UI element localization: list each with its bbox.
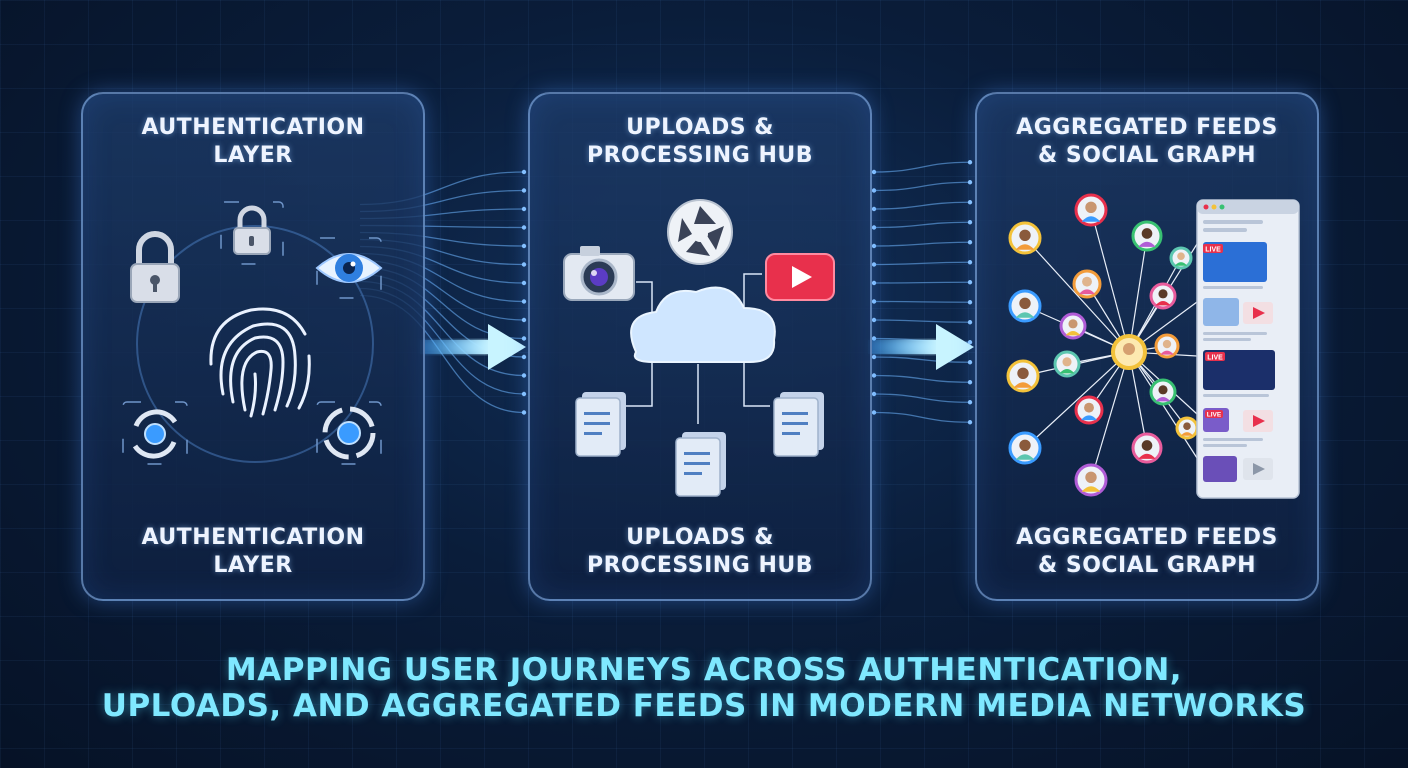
avatar-icon [1008,361,1038,391]
wire-endpoint [522,299,526,303]
document-icon [774,392,824,456]
wire-endpoint [968,380,972,384]
wire [874,262,970,264]
flow-arrow-1 [420,324,526,370]
aperture-icon [668,200,732,264]
flow-arrow-2 [868,324,974,370]
avatar-icon [1076,397,1102,423]
wire [874,302,970,303]
wire-endpoint [968,200,972,204]
panel-title-bottom: AGGREGATED FEEDS & SOCIAL GRAPH [977,524,1317,580]
camera-icon [564,246,634,300]
wire-endpoint [522,318,526,322]
avatar-icon [1076,195,1106,225]
wire-endpoint [522,244,526,248]
wire-endpoint [522,336,526,340]
wire-endpoint [968,220,972,224]
wire-endpoint [522,281,526,285]
avatar-icon [1010,223,1040,253]
avatar-icon [1151,380,1175,404]
avatar-icon [1156,335,1178,357]
central-user-node [1113,336,1145,368]
wire-endpoint [522,170,526,174]
wire [874,394,970,402]
authentication-panel: AUTHENTICATION LAYER [81,92,425,601]
wire-endpoint [522,262,526,266]
wire-endpoint [522,207,526,211]
wire-endpoint [968,300,972,304]
wire [874,320,970,322]
avatar-icon [1055,352,1079,376]
wires-upload-to-feeds [872,160,972,424]
wire-endpoint [522,392,526,396]
padlock-icon [221,202,283,264]
avatar-icon [1133,434,1161,462]
document-icon [676,432,726,496]
wire-endpoint [968,160,972,164]
fingerprint-icon [211,309,309,416]
wire-endpoint [968,280,972,284]
avatar-icon [1171,248,1191,268]
wire [874,282,970,283]
wire-endpoint [522,410,526,414]
avatar-icon [1177,418,1197,438]
wire [874,413,970,423]
feeds-panel: AGGREGATED FEEDS & SOCIAL GRAPH LIVE LIV… [975,92,1319,601]
avatar-icon [1061,314,1085,338]
wire [874,202,970,209]
wire [874,242,970,246]
panel-title-bottom: UPLOADS & PROCESSING HUB [530,524,870,580]
wire-endpoint [522,355,526,359]
wire-endpoint [522,188,526,192]
wire-endpoint [522,373,526,377]
avatar-icon [1151,284,1175,308]
wire [874,376,970,383]
target-icon [317,402,381,464]
wire-endpoint [968,320,972,324]
avatar-icon [1074,271,1100,297]
live-badge: LIVE [1207,412,1222,419]
uploads-panel: UPLOADS & PROCESSING HUB [528,92,872,601]
avatar-icon [1076,465,1106,495]
panel-title-bottom: AUTHENTICATION LAYER [83,524,423,580]
wire-endpoint [522,225,526,229]
wire-endpoint [968,360,972,364]
wire [874,162,970,172]
wire-endpoint [968,260,972,264]
eye-icon [317,238,381,298]
live-badge: LIVE [1207,355,1223,362]
avatar-icon [1133,222,1161,250]
avatar-icon [1010,433,1040,463]
browser-window-icon: LIVE LIVE LIVE [1197,200,1299,498]
wire-endpoint [968,180,972,184]
live-badge: LIVE [1205,247,1221,254]
play-video-icon [766,254,834,300]
wire [874,182,970,190]
document-icon [576,392,626,456]
diagram-caption: MAPPING USER JOURNEYS ACROSS AUTHENTICAT… [0,652,1408,724]
wire-endpoint [968,400,972,404]
padlock-icon [131,234,179,302]
wire-endpoint [968,240,972,244]
wire-endpoint [968,420,972,424]
avatar-icon [1010,291,1040,321]
wire [874,222,970,227]
